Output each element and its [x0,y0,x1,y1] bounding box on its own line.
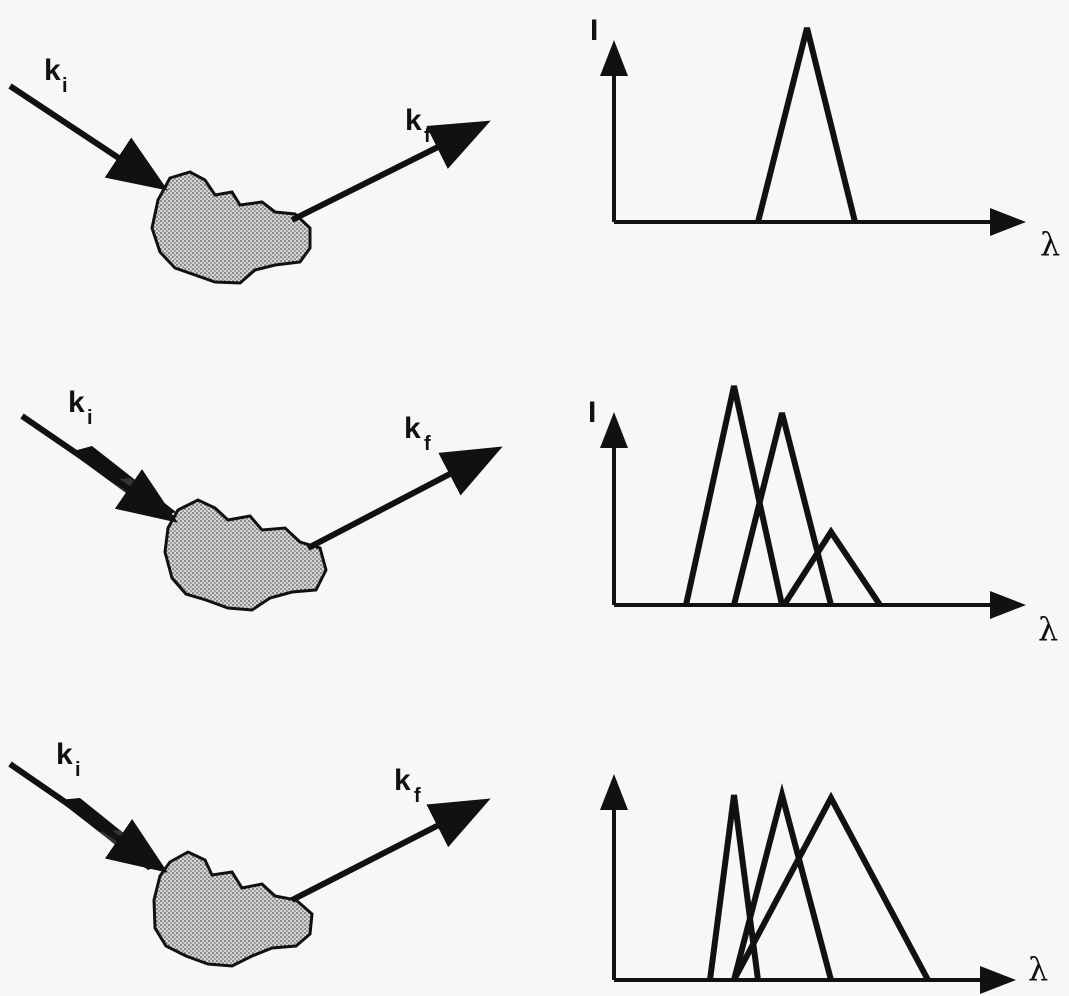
incident-wave-vector [20,413,178,523]
scattered-wave-vector [306,446,503,551]
row-1: k i k f I λ [8,14,1060,285]
scattered-label: k [394,764,411,797]
incident-wave-vector [8,83,169,191]
scatterer-2 [163,498,328,612]
peak-3 [781,526,883,607]
incident-subscript: i [75,759,81,781]
incident-subscript: i [62,75,68,97]
scatterer-3 [152,850,314,968]
peak-1 [755,27,858,223]
scattered-subscript: f [414,785,421,807]
x-axis-label: λ [1040,225,1060,263]
sample-blob [152,850,314,968]
incident-label: k [56,738,73,771]
incident-label: k [68,386,85,419]
spectrum-plot-2: I λ [588,385,1058,648]
x-axis-label: λ [1028,950,1048,988]
x-axis-label: λ [1038,610,1058,648]
scattered-subscript: f [424,433,431,455]
scatterer-1 [150,170,312,285]
spectrum-plot-1: I λ [590,14,1060,263]
spectrum-plot-3: λ [600,774,1048,994]
sample-blob [150,170,312,285]
scattered-wave-vector [290,798,491,903]
peak-2 [731,783,834,981]
scattered-wave-vector [290,120,491,223]
scattered-subscript: f [424,125,431,147]
peak-3 [731,791,931,982]
y-axis-label: I [588,396,596,429]
scattered-label: k [405,104,422,137]
peak-2 [731,412,834,606]
scattered-label: k [404,412,421,445]
row-2: k i k f I λ [20,385,1058,648]
row-3: k i k f λ [8,738,1048,994]
incident-label: k [44,54,61,87]
incident-subscript: i [87,407,93,429]
incident-wave-vector [8,761,168,873]
peak-1 [683,385,785,606]
y-axis-label: I [590,14,598,47]
sample-blob [163,498,328,612]
